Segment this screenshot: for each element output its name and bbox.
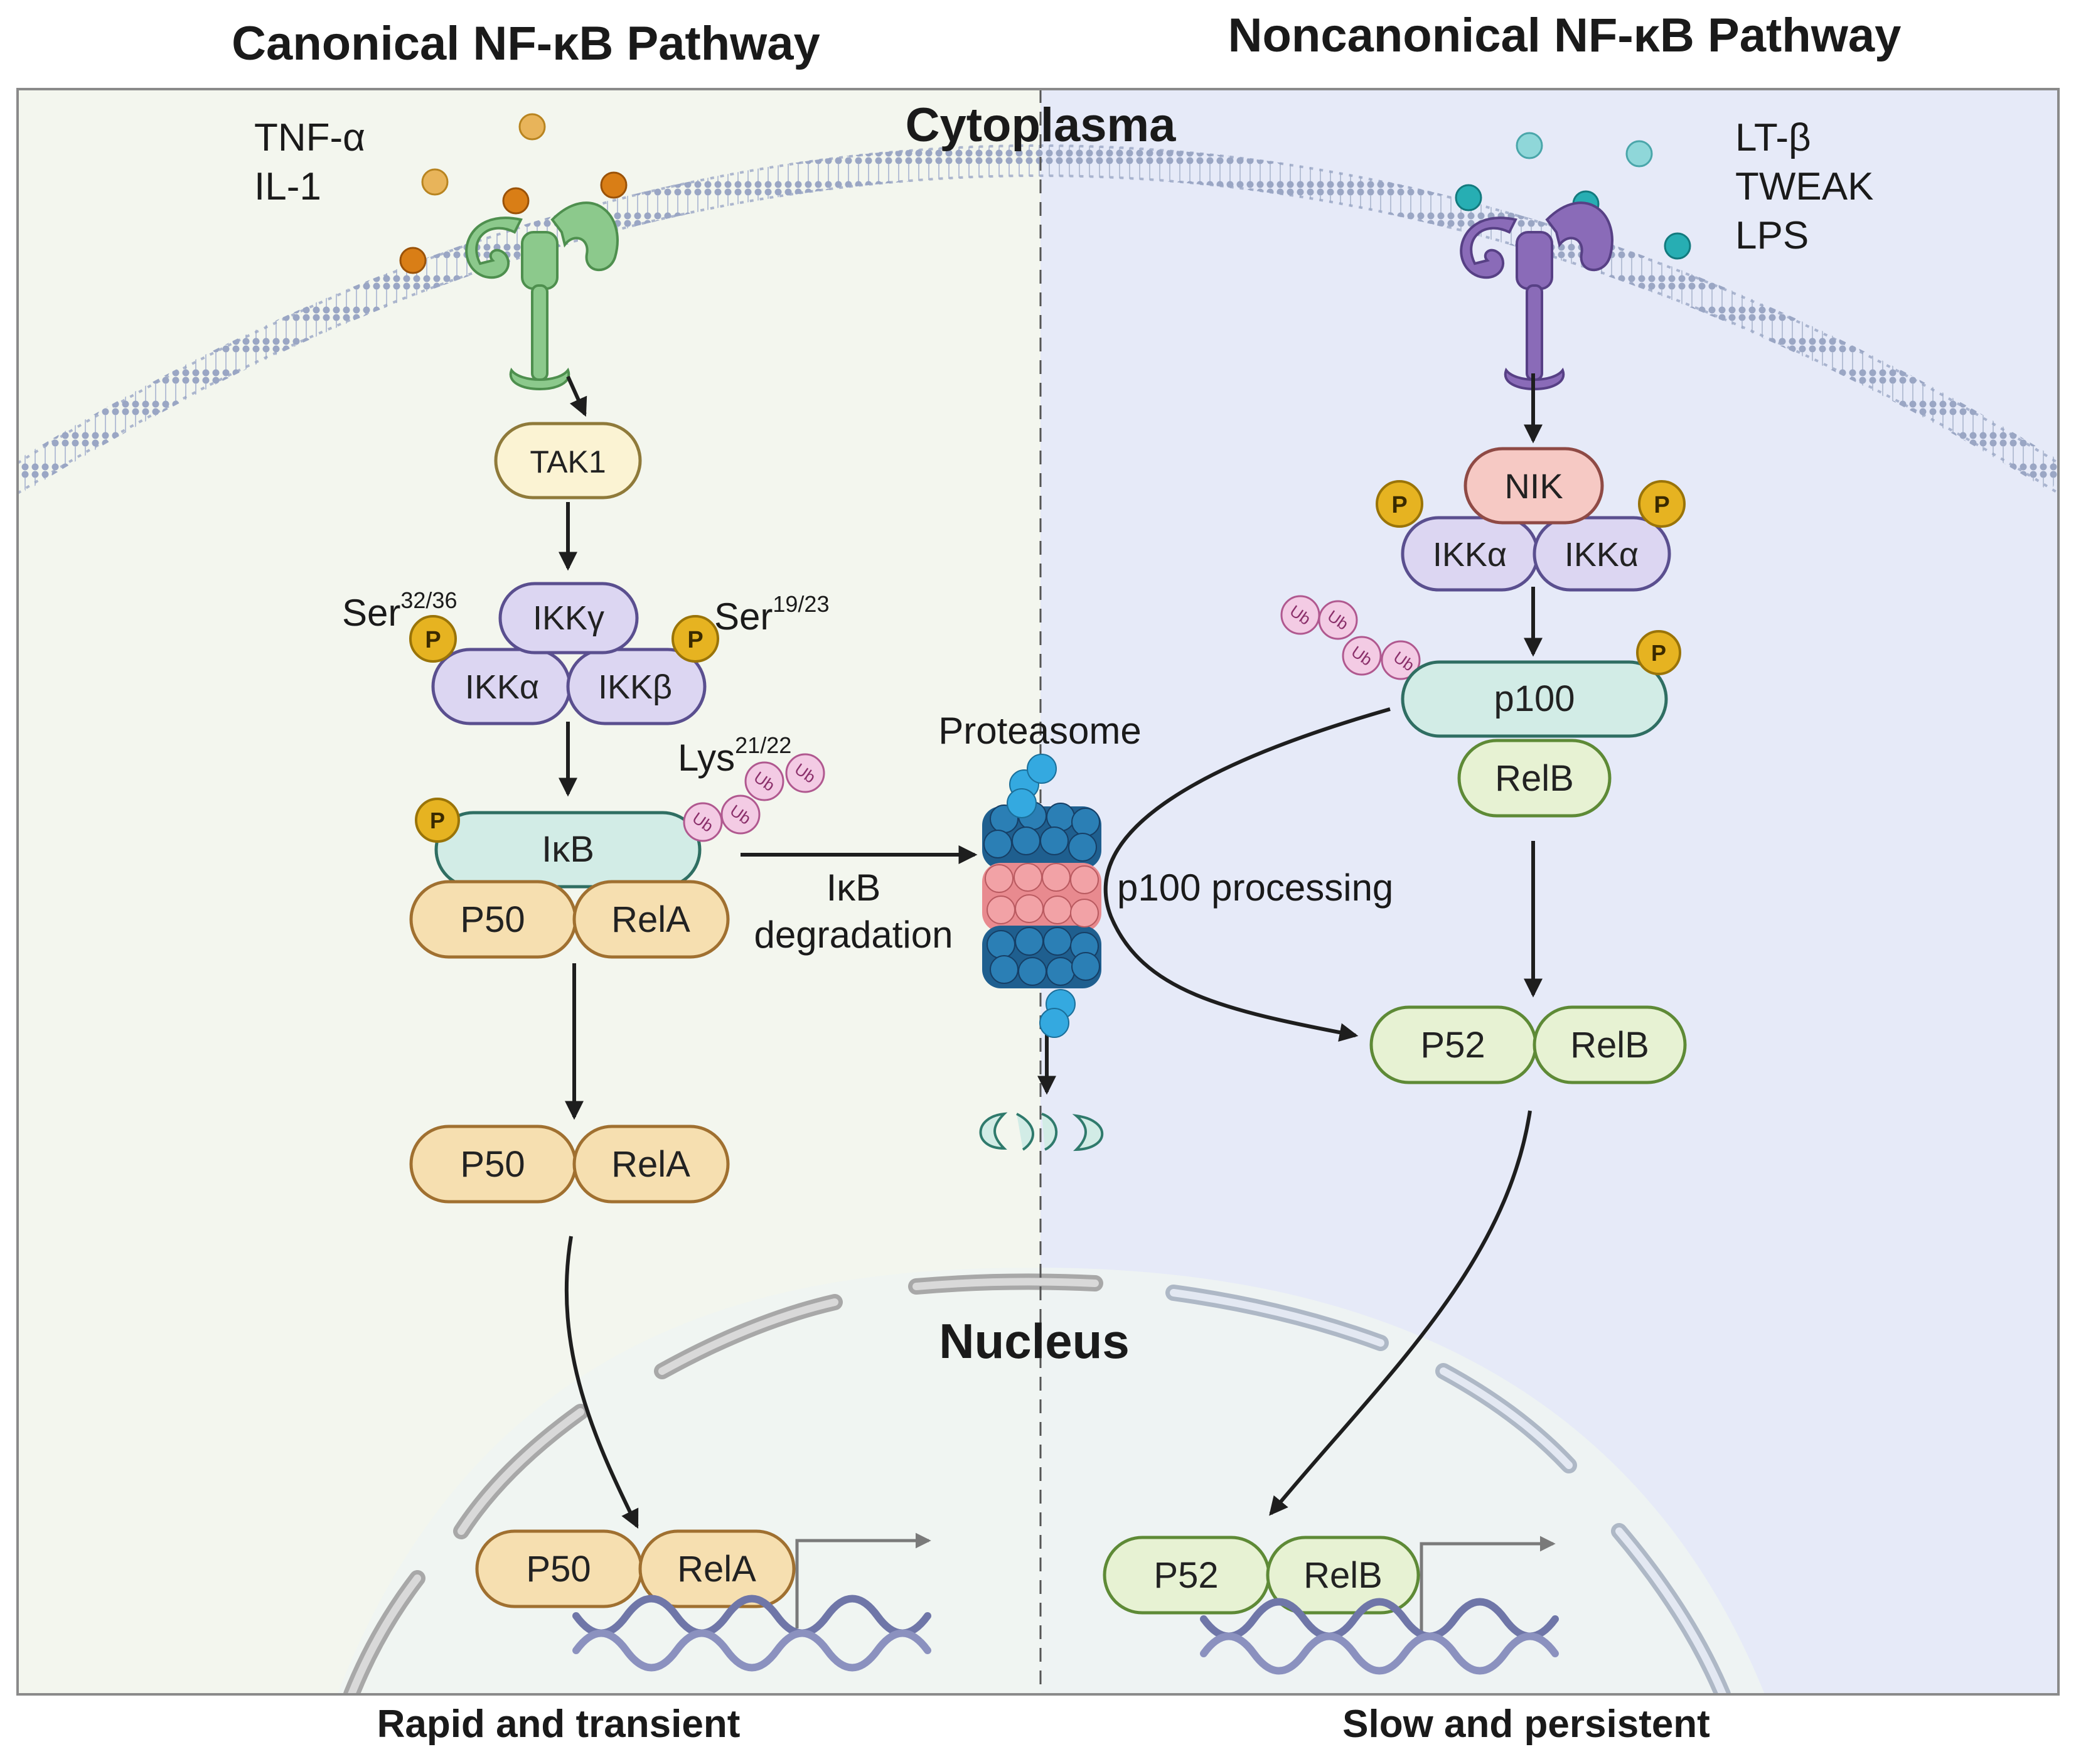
ikb-degradation-line1: IκB — [827, 867, 881, 909]
dna-helix — [1200, 1598, 1559, 1675]
nuclear-envelope — [343, 1273, 1731, 1694]
cytoplasma-label: Cytoplasma — [906, 99, 1177, 152]
ser-right-label: Ser19/23 — [714, 591, 829, 638]
nik-ikk-complex: IKKα IKKα NIK — [1401, 447, 1671, 592]
svg-text:RelB: RelB — [1495, 758, 1574, 799]
svg-text:P50: P50 — [526, 1549, 591, 1590]
noncanonical-footer: Slow and persistent — [1342, 1703, 1710, 1746]
ikb-degradation-line2: degradation — [754, 914, 953, 956]
transcription-arrow — [795, 1532, 1556, 1632]
svg-text:P50: P50 — [460, 1144, 525, 1185]
diagram-frame — [16, 88, 2060, 1696]
pathway-arrows — [559, 373, 1543, 1529]
svg-text:P50: P50 — [460, 899, 525, 940]
tak1: TAK1 — [494, 422, 642, 500]
svg-text:P: P — [430, 808, 445, 833]
ikk-complex: IKKα IKKβ IKKγ — [431, 582, 707, 725]
proteasome — [982, 754, 1101, 1038]
svg-text:IκB: IκB — [542, 829, 594, 870]
canonical-ligands — [399, 113, 628, 274]
svg-text:P: P — [1391, 492, 1407, 518]
svg-text:TAK1: TAK1 — [530, 444, 606, 479]
canonical-footer: Rapid and transient — [377, 1703, 741, 1746]
p50-rela-dimer-cytoplasm: P50 RelA — [409, 1125, 730, 1204]
phospho-tag: P — [1638, 480, 1686, 528]
proteasome-label: Proteasome — [938, 710, 1142, 752]
ser-left-label: Ser32/36 — [342, 587, 457, 634]
canonical-receptor — [465, 201, 619, 390]
canonical-title: Canonical NF-κB Pathway — [232, 17, 820, 70]
p52-relb-dimer-cytoplasm: P52 RelB — [1369, 1005, 1687, 1084]
svg-text:P: P — [425, 627, 441, 653]
svg-text:p100: p100 — [1494, 678, 1575, 719]
noncanonical-receptor — [1460, 201, 1613, 390]
phospho-tag: P — [409, 615, 457, 663]
phospho-tag: P — [671, 615, 719, 663]
lys-label: Lys21/22 — [678, 732, 791, 779]
ubiquitin-chain: Ub Ub Ub Ub — [683, 753, 825, 842]
svg-text:RelA: RelA — [611, 1144, 690, 1185]
svg-text:IKKα: IKKα — [1433, 536, 1507, 574]
cell-membrane — [18, 144, 2058, 494]
svg-text:P52: P52 — [1420, 1025, 1485, 1066]
svg-text:P: P — [1654, 492, 1669, 518]
svg-text:P: P — [1651, 640, 1666, 666]
svg-text:P52: P52 — [1153, 1555, 1218, 1596]
p100-processing-label: p100 processing — [1117, 867, 1393, 909]
ubiquitin-chain: Ub Ub Ub Ub — [1280, 595, 1421, 680]
svg-text:NIK: NIK — [1504, 466, 1563, 506]
svg-text:RelB: RelB — [1303, 1555, 1383, 1596]
svg-text:RelA: RelA — [611, 899, 690, 940]
svg-text:RelA: RelA — [677, 1549, 756, 1590]
ligand-lps: LPS — [1735, 214, 1809, 257]
phospho-tag: P — [415, 798, 460, 843]
p100-relb-complex: p100 RelB — [1401, 660, 1668, 818]
phospho-tag: P — [1376, 480, 1423, 528]
ligand-tnf-alpha: TNF-α — [254, 116, 365, 159]
svg-text:P: P — [687, 627, 703, 653]
peptide-fragments — [979, 1112, 1104, 1152]
noncanonical-title: Noncanonical NF-κB Pathway — [1228, 9, 1902, 62]
phospho-tag: P — [1636, 630, 1681, 675]
svg-text:RelB: RelB — [1570, 1025, 1649, 1066]
p52-relb-dimer-nucleus: P52 RelB — [1103, 1536, 1420, 1615]
ligand-lt-beta: LT-β — [1735, 116, 1811, 159]
svg-text:IKKγ: IKKγ — [533, 599, 604, 637]
ikb-complex: IκB P50 RelA — [409, 811, 730, 959]
nucleus-label: Nucleus — [939, 1313, 1129, 1369]
ligand-tweak: TWEAK — [1735, 165, 1873, 208]
svg-text:IKKβ: IKKβ — [598, 668, 672, 706]
dna-helix — [572, 1595, 931, 1672]
p50-rela-dimer-nucleus: P50 RelA — [475, 1529, 796, 1608]
svg-text:IKKα: IKKα — [465, 668, 539, 706]
svg-text:IKKα: IKKα — [1565, 536, 1639, 574]
ligand-il-1: IL-1 — [254, 165, 321, 208]
